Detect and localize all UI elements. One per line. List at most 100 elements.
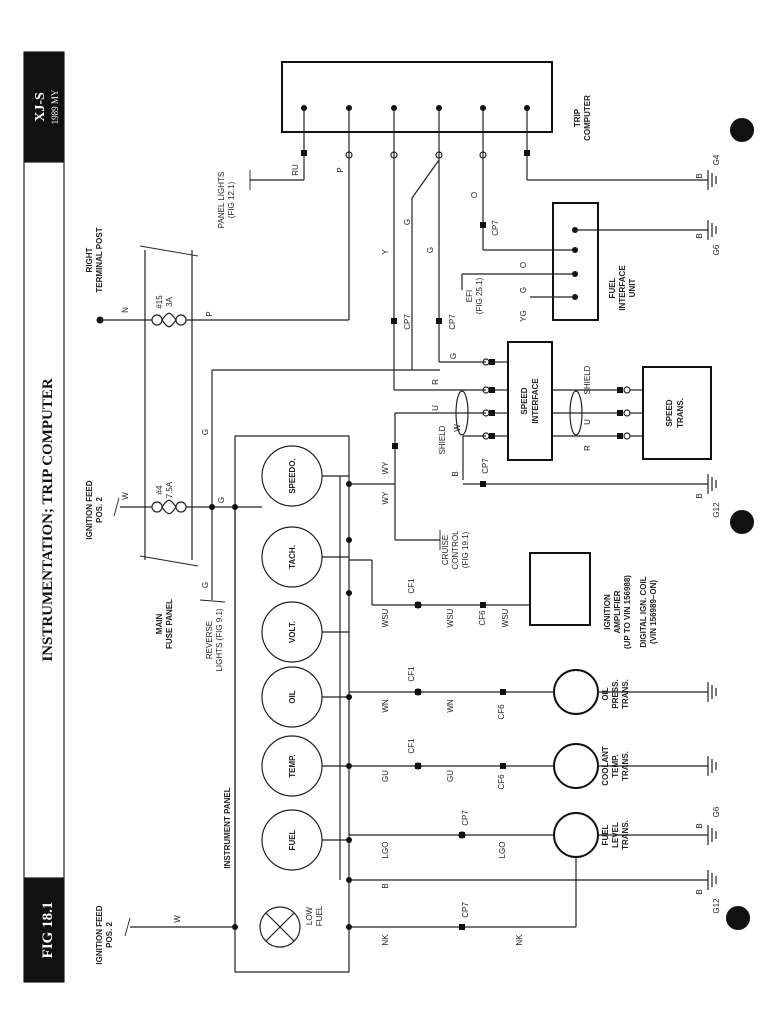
- svg-text:GU: GU: [446, 770, 455, 782]
- svg-text:P: P: [336, 167, 345, 172]
- svg-text:CP7: CP7: [403, 314, 412, 330]
- gauge-fuel: FUEL: [261, 809, 323, 871]
- speed-trans-box: [642, 366, 712, 460]
- svg-text:TEMP.: TEMP.: [288, 754, 297, 777]
- ignition-amplifier-label-1: IGNITION: [603, 594, 612, 630]
- svg-text:U: U: [431, 405, 440, 411]
- oil-press-trans-icon: [553, 669, 599, 715]
- svg-text:YG: YG: [519, 310, 528, 322]
- low-fuel-label-1: LOW: [305, 906, 314, 925]
- panel-lights-label-1: PANEL LIGHTS: [217, 172, 226, 228]
- fuel-interface-unit-label-2: INTERFACE: [618, 265, 627, 311]
- svg-text:CP7: CP7: [481, 458, 490, 474]
- svg-text:CP7: CP7: [491, 220, 500, 236]
- svg-text:WSU: WSU: [381, 608, 390, 627]
- svg-text:CF1: CF1: [407, 666, 416, 682]
- svg-text:LGO: LGO: [381, 842, 390, 859]
- svg-text:CF1: CF1: [407, 738, 416, 754]
- svg-text:NK: NK: [381, 934, 390, 946]
- ignition-amplifier-label-2: AMPLIFIER: [613, 590, 622, 633]
- model-name: XJ-S: [33, 92, 48, 122]
- svg-text:CP7: CP7: [461, 902, 470, 918]
- binder-hole: [730, 118, 754, 142]
- svg-text:G: G: [403, 219, 412, 225]
- right-terminal-post-label-2: TERMINAL POST: [95, 227, 104, 292]
- svg-text:B: B: [695, 823, 704, 828]
- svg-text:WN: WN: [381, 699, 390, 713]
- right-terminal-post-label-1: RIGHT: [85, 247, 94, 272]
- ignition-amplifier-box: [529, 552, 591, 626]
- instrument-panel-label: INSTRUMENT PANEL: [223, 787, 232, 868]
- trip-computer-label-2: COMPUTER: [583, 95, 592, 141]
- svg-text:SHIELD: SHIELD: [583, 365, 592, 394]
- efi-label-1: EFI: [465, 290, 474, 302]
- speed-trans-label-1: SPEED: [665, 399, 674, 426]
- ignition-amplifier-label-3: (UP TO VIN 156988): [623, 575, 632, 649]
- svg-text:GU: GU: [381, 770, 390, 782]
- svg-text:LGO: LGO: [498, 842, 507, 859]
- svg-text:COOLANT: COOLANT: [601, 746, 610, 786]
- trip-computer-box: [281, 61, 553, 133]
- trip-computer-label-1: TRIP: [573, 108, 582, 127]
- panel-lights-label-2: (FIG 12.1): [227, 181, 236, 218]
- svg-text:G4: G4: [712, 154, 721, 165]
- gauge-tach: TACH.: [261, 526, 323, 588]
- svg-text:#4: #4: [155, 485, 164, 494]
- svg-text:TRANS.: TRANS.: [621, 751, 630, 781]
- svg-text:CP7: CP7: [461, 810, 470, 826]
- svg-text:SPEEDO.: SPEEDO.: [288, 458, 297, 494]
- speed-interface-box: [507, 341, 553, 461]
- reverse-lights-label-1: REVERSE: [205, 621, 214, 659]
- gauge-speedo: SPEEDO.: [261, 445, 323, 507]
- fuse-4-icon: [151, 499, 187, 515]
- gauge-oil: OIL: [261, 666, 323, 728]
- svg-text:TRANS.: TRANS.: [621, 820, 630, 850]
- svg-text:OIL: OIL: [288, 690, 297, 703]
- svg-text:CF6: CF6: [497, 774, 506, 790]
- model-year: 1989 MY: [50, 89, 60, 124]
- fuel-interface-unit-label-3: UNIT: [628, 279, 637, 298]
- svg-text:N: N: [121, 307, 130, 313]
- svg-text:B: B: [695, 493, 704, 498]
- svg-text:G: G: [201, 429, 210, 435]
- low-fuel-label-2: FUEL: [315, 905, 324, 926]
- ignition-feed-left-1: IGNITION FEED: [95, 905, 104, 964]
- efi-label-2: (FIG 25.1): [475, 277, 484, 314]
- header-model-box: [24, 52, 64, 162]
- svg-text:WSU: WSU: [446, 608, 455, 627]
- svg-text:WY: WY: [381, 461, 390, 475]
- ignition-feed-mid-label-2: POS. 2: [95, 497, 104, 523]
- svg-text:B: B: [695, 233, 704, 238]
- svg-text:G6: G6: [712, 244, 721, 255]
- svg-text:B: B: [695, 173, 704, 178]
- svg-text:O: O: [470, 192, 479, 198]
- reverse-lights-label-2: LIGHTS (FIG 9.1): [215, 608, 224, 671]
- svg-text:G12: G12: [712, 502, 721, 518]
- svg-text:TRANS.: TRANS.: [621, 679, 630, 709]
- svg-text:CP7: CP7: [448, 314, 457, 330]
- svg-text:WY: WY: [381, 491, 390, 505]
- svg-text:Y: Y: [381, 249, 390, 255]
- svg-text:CF6: CF6: [478, 610, 487, 626]
- gauge-volt: VOLT.: [261, 601, 323, 663]
- svg-text:B: B: [381, 883, 390, 888]
- svg-text:7.5A: 7.5A: [165, 481, 174, 498]
- ignition-feed-left-2: POS. 2: [105, 922, 114, 948]
- svg-text:SHIELD: SHIELD: [438, 425, 447, 454]
- cruise-control-label-2: CONTROL: [451, 530, 460, 570]
- svg-text:#15: #15: [155, 295, 164, 309]
- svg-text:WN: WN: [446, 699, 455, 713]
- cruise-control-label-3: (FIG 19.1): [461, 531, 470, 568]
- binder-hole: [726, 906, 750, 930]
- svg-text:VOLT.: VOLT.: [288, 621, 297, 643]
- svg-text:FUEL: FUEL: [601, 824, 610, 845]
- svg-text:PRESS.: PRESS.: [611, 679, 620, 708]
- svg-text:W: W: [121, 492, 130, 500]
- svg-text:B: B: [695, 889, 704, 894]
- svg-text:G: G: [426, 247, 435, 253]
- svg-text:W: W: [453, 424, 462, 432]
- svg-text:3A: 3A: [165, 296, 174, 306]
- speed-trans-label-2: TRANS.: [676, 398, 685, 428]
- svg-text:W: W: [173, 915, 182, 923]
- digital-ign-coil-label-1: DIGITAL IGN. COIL: [639, 576, 648, 647]
